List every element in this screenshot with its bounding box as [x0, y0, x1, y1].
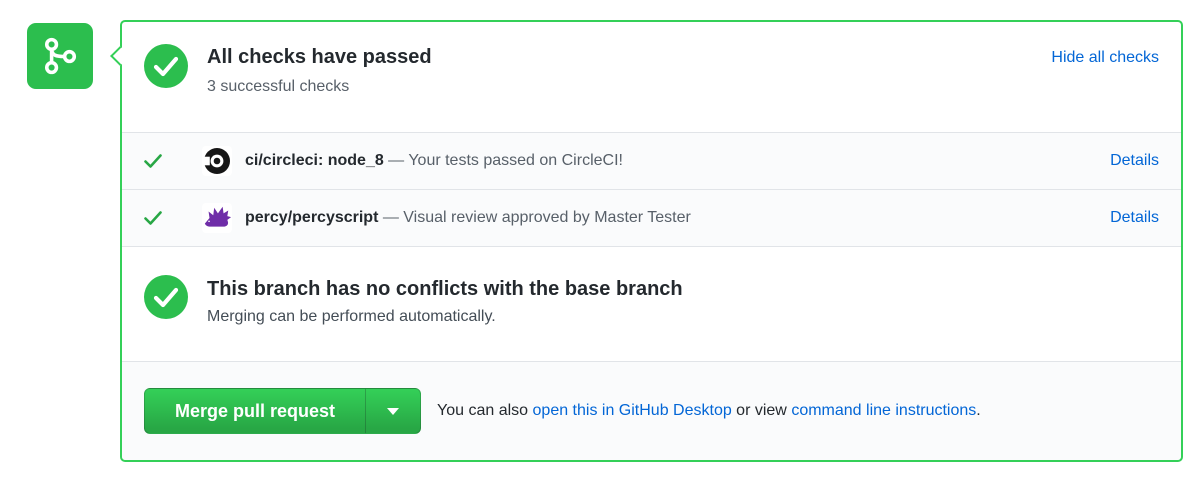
- branch-mergeability-texts: This branch has no conflicts with the ba…: [207, 275, 1159, 329]
- success-circle-icon: [144, 44, 188, 88]
- check-status-text: ci/circleci: node_8 — Your tests passed …: [245, 149, 1098, 173]
- alt-text-middle: or view: [731, 402, 792, 419]
- checks-summary-subtitle: 3 successful checks: [207, 78, 350, 95]
- percy-logo-icon: [202, 203, 232, 233]
- check-row-percy: percy/percyscript — Visual review approv…: [122, 189, 1181, 246]
- merge-button-group: Merge pull request: [144, 388, 422, 434]
- github-desktop-link[interactable]: open this in GitHub Desktop: [532, 402, 732, 419]
- command-line-instructions-link[interactable]: command line instructions: [791, 402, 977, 419]
- hide-all-checks-link[interactable]: Hide all checks: [1051, 49, 1159, 66]
- circleci-logo-icon: [202, 146, 232, 176]
- checks-summary-texts: All checks have passed 3 successful chec…: [207, 44, 1051, 99]
- check-passed-icon: [144, 211, 162, 225]
- merge-options-dropdown-button[interactable]: [365, 388, 422, 434]
- branch-mergeability-subtitle: Merging can be performed automatically.: [207, 308, 496, 325]
- check-description: — Visual review approved by Master Teste…: [378, 209, 691, 226]
- details-link-circleci[interactable]: Details: [1110, 152, 1159, 169]
- check-context-name: ci/circleci: node_8: [245, 152, 384, 169]
- check-row-circleci: ci/circleci: node_8 — Your tests passed …: [122, 132, 1181, 189]
- chevron-down-icon: [387, 407, 400, 415]
- check-context-name: percy/percyscript: [245, 209, 379, 226]
- merge-pull-request-button[interactable]: Merge pull request: [144, 388, 366, 434]
- merge-actions-footer: Merge pull request You can also open thi…: [122, 361, 1181, 460]
- alt-text-suffix: .: [976, 402, 981, 419]
- success-circle-icon: [144, 275, 188, 319]
- checks-summary-header: All checks have passed 3 successful chec…: [122, 22, 1181, 132]
- git-merge-icon: [39, 35, 81, 77]
- check-status-text: percy/percyscript — Visual review approv…: [245, 206, 1098, 230]
- details-link-percy[interactable]: Details: [1110, 209, 1159, 226]
- check-description: — Your tests passed on CircleCI!: [383, 152, 623, 169]
- git-merge-avatar: [27, 23, 93, 89]
- branch-mergeability-section: This branch has no conflicts with the ba…: [122, 246, 1181, 361]
- check-passed-icon: [144, 154, 162, 168]
- branch-mergeability-title: This branch has no conflicts with the ba…: [207, 278, 683, 300]
- merge-status-box: All checks have passed 3 successful chec…: [110, 20, 1183, 462]
- checks-summary-title: All checks have passed: [207, 46, 432, 68]
- alt-text-prefix: You can also: [437, 402, 533, 419]
- alternative-merge-options: You can also open this in GitHub Desktop…: [437, 399, 981, 423]
